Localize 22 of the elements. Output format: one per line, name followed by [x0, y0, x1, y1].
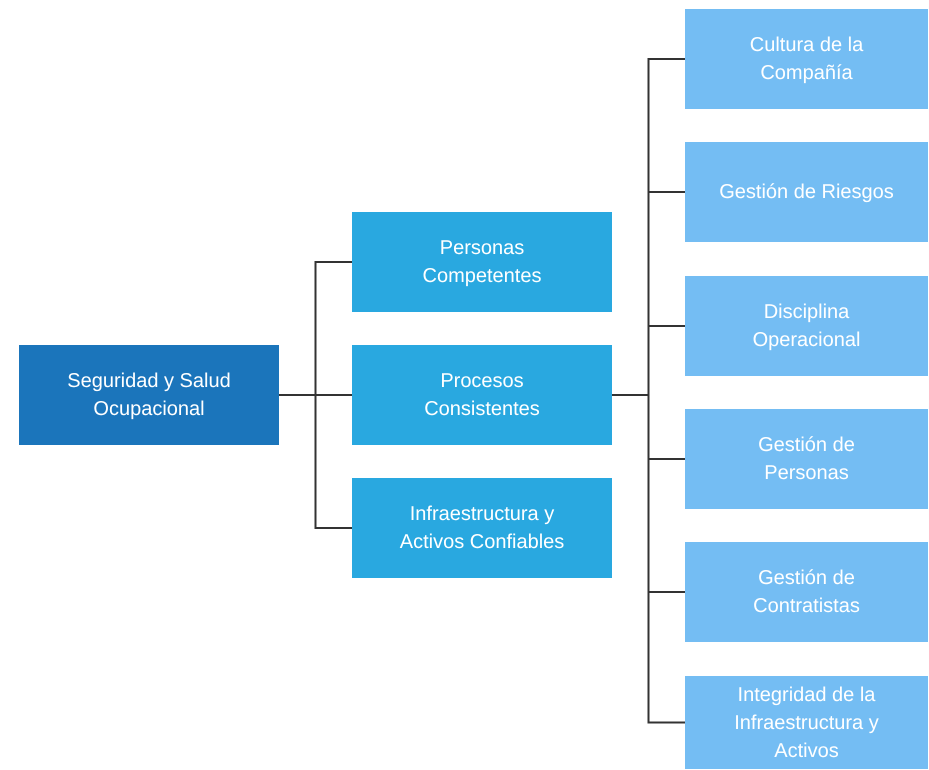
process-box: [685, 9, 928, 109]
process-box: [685, 676, 928, 769]
process-box: [352, 478, 612, 578]
process-box: [352, 345, 612, 445]
box-label: Cultura de la Compañía: [748, 33, 864, 86]
box-label: Seguridad y Salud Ocupacional: [66, 369, 232, 422]
connector-line: [279, 394, 352, 529]
process-box: [19, 345, 279, 445]
box-label: Gestión de Personas: [757, 433, 856, 486]
process-box: [685, 276, 928, 376]
process-box: [685, 409, 928, 509]
process-box: [685, 542, 928, 642]
connector-line: [612, 394, 685, 724]
box-label: Gestión de Riesgos: [719, 180, 894, 205]
box-label: Gestión de Contratistas: [752, 566, 861, 619]
box-label: Infraestructura y Activos Confiables: [398, 502, 566, 555]
process-box: [685, 142, 928, 242]
box-label: Procesos Consistentes: [423, 369, 541, 422]
process-box: [352, 212, 612, 312]
box-label: Integridad de la Infraestructura y Activos: [733, 682, 880, 764]
box-label: Personas Competentes: [422, 236, 542, 289]
box-label: Disciplina Operacional: [752, 300, 862, 353]
